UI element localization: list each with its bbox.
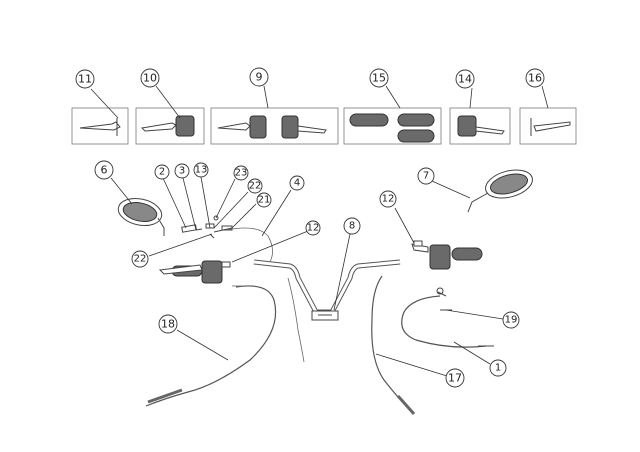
svg-text:11: 11 — [78, 73, 92, 86]
svg-text:4: 4 — [294, 178, 300, 189]
small-parts-left — [181, 215, 233, 239]
callout-6: 6 — [94, 160, 114, 180]
svg-text:7: 7 — [423, 171, 429, 182]
svg-text:9: 9 — [256, 71, 263, 84]
left-mirror — [117, 197, 165, 236]
svg-text:14: 14 — [458, 73, 472, 86]
handlebar — [253, 259, 401, 321]
svg-text:15: 15 — [372, 72, 386, 85]
callout-2: 2 — [154, 164, 170, 180]
callout-7: 7 — [417, 167, 435, 185]
box-11 — [71, 107, 129, 145]
callout-22-top: 22 — [247, 178, 263, 194]
svg-text:18: 18 — [161, 318, 175, 331]
callout-21: 21 — [256, 192, 272, 208]
callout-22-left: 22 — [131, 250, 149, 268]
box-10 — [135, 107, 205, 145]
svg-text:2: 2 — [159, 167, 165, 178]
callout-10: 10 — [140, 68, 160, 88]
callout-18: 18 — [158, 314, 178, 334]
box-14 — [449, 107, 511, 145]
callout-3: 3 — [174, 163, 190, 179]
callout-9: 9 — [249, 67, 269, 87]
callout-4: 4 — [289, 175, 305, 191]
svg-text:8: 8 — [349, 221, 355, 232]
left-switch-grip — [158, 260, 231, 284]
svg-text:16: 16 — [528, 72, 542, 85]
svg-text:22: 22 — [134, 254, 147, 265]
svg-text:23: 23 — [235, 168, 248, 179]
leader-lines — [90, 85, 549, 377]
box-15 — [343, 107, 442, 145]
right-mirror — [467, 169, 533, 213]
svg-text:12: 12 — [307, 223, 320, 234]
callout-12-right: 12 — [379, 190, 397, 208]
callout-19: 19 — [502, 311, 520, 329]
svg-text:6: 6 — [101, 164, 108, 177]
svg-text:13: 13 — [195, 165, 208, 176]
callout-23: 23 — [233, 165, 249, 181]
svg-text:22: 22 — [249, 181, 262, 192]
callout-1: 1 — [489, 359, 507, 377]
svg-text:3: 3 — [179, 166, 185, 177]
svg-text:10: 10 — [143, 72, 157, 85]
callout-13: 13 — [193, 162, 209, 178]
box-16 — [519, 107, 577, 145]
svg-text:12: 12 — [382, 194, 395, 205]
svg-text:21: 21 — [258, 195, 271, 206]
callout-12-left: 12 — [305, 220, 321, 236]
svg-text:17: 17 — [448, 372, 462, 385]
callout-16: 16 — [525, 68, 545, 88]
cables — [145, 227, 494, 415]
svg-text:1: 1 — [495, 363, 501, 374]
callout-8: 8 — [343, 217, 361, 235]
callout-15: 15 — [369, 68, 389, 88]
right-switch-grip — [411, 240, 483, 270]
callout-11: 11 — [75, 69, 95, 89]
callout-14: 14 — [455, 69, 475, 89]
callout-17: 17 — [445, 368, 465, 388]
svg-text:19: 19 — [505, 315, 518, 326]
box-9 — [210, 107, 339, 145]
